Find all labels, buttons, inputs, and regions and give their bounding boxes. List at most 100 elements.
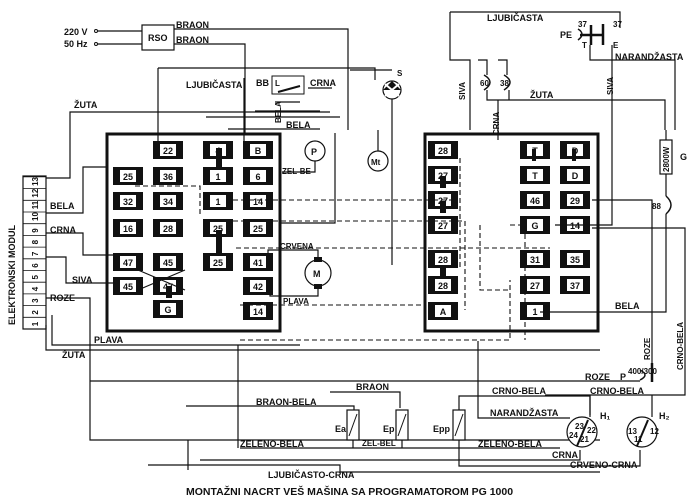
terminal-label: T — [532, 171, 538, 181]
h1-pin-22: 22 — [587, 426, 596, 435]
right-terminal-1: 1 — [520, 302, 550, 320]
thermostat-88: 88 — [652, 195, 672, 215]
heater-ep: Ep — [383, 409, 409, 441]
left-panel-terminals: 224B25361632341141628252547452541454742G… — [113, 141, 273, 320]
wire-label-zuta: ŽUTA — [62, 349, 86, 360]
left-terminal-1: 1 — [203, 167, 233, 185]
terminal-label: 25 — [213, 224, 223, 234]
left-terminal-41: 41 — [243, 253, 273, 271]
wire-label-bela: BELA — [286, 120, 311, 130]
wire-label-braon-bela: BRAON-BELA — [256, 397, 317, 407]
bb-label: BB — [256, 78, 269, 88]
terminal-label: 37 — [570, 281, 580, 291]
rso-filter — [141, 24, 175, 51]
wire-label-siva: SIVA — [458, 82, 467, 100]
left-terminal-25: 25 — [243, 219, 273, 237]
wire-label-zeleno-bela: ZELENO-BELA — [240, 439, 304, 449]
terminal-label: 1 — [532, 307, 537, 317]
terminal-label: 1 — [215, 172, 220, 182]
wire-label-braon: BRAON — [356, 382, 389, 392]
right-terminal-D: D — [560, 166, 590, 184]
terminal-label: 34 — [163, 197, 173, 207]
terminal-label: 31 — [530, 255, 540, 265]
h2-pin-12: 12 — [650, 427, 659, 436]
right-terminal-T: T — [520, 166, 550, 184]
left-terminal-G: G — [153, 300, 183, 318]
left-terminal-25: 25 — [203, 253, 233, 271]
wire-label-crveno-crna: CRVENO-CRNA — [570, 460, 638, 470]
module-pin-6: 6 — [31, 263, 40, 268]
rso-label: RSO — [148, 33, 168, 43]
terminal-label: 6 — [255, 172, 260, 182]
h1-pin-24: 24 — [569, 431, 578, 440]
pe-terminal-e: E — [613, 41, 619, 50]
wire-label-bela: BELA — [615, 301, 640, 311]
heater-rating: 2800W — [662, 146, 671, 172]
heater-label: G — [680, 152, 687, 162]
wire-label-siva: SIVA — [72, 275, 93, 285]
module-pin-5: 5 — [31, 275, 40, 280]
power-input: 220 V 50 Hz RSO — [64, 24, 175, 51]
thermostat-38: 38 — [500, 74, 511, 91]
left-terminal-28: 28 — [153, 219, 183, 237]
level-switch-h2: 13 12 11 H₂ — [626, 411, 670, 448]
wire-label-plava: PLAVA — [94, 335, 124, 345]
module-pin-12: 12 — [31, 188, 40, 197]
wire-label-siva: SIVA — [606, 77, 615, 95]
level-switch-h1: 23 22 24 21 H₁ — [566, 411, 610, 448]
electronic-module-label: ELEKTRONSKI MODUL — [7, 225, 17, 326]
module-pin-9: 9 — [31, 228, 40, 233]
right-terminal-G: G — [520, 216, 550, 234]
wire-label-braon: BRAON — [176, 20, 209, 30]
terminal-label: 14 — [570, 221, 580, 231]
heater-ep-label: Ep — [383, 424, 395, 434]
h1-label: H₁ — [600, 411, 610, 421]
terminal-label: 42 — [253, 282, 263, 292]
terminal-label: 28 — [163, 224, 173, 234]
voltage-label: 220 V — [64, 27, 88, 37]
pe-terminal-t: T — [582, 41, 587, 50]
terminal-label: A — [440, 307, 447, 317]
terminal-label: B — [255, 146, 262, 156]
pump: P — [304, 140, 326, 162]
terminal-label: 45 — [163, 258, 173, 268]
wire-label-crna: CRNA — [492, 112, 501, 135]
frequency-label: 50 Hz — [64, 39, 88, 49]
terminal-label: 36 — [163, 172, 173, 182]
terminal-label: 1 — [215, 197, 220, 207]
module-pin-3: 3 — [31, 298, 40, 303]
left-terminal-14: 14 — [243, 192, 273, 210]
bb-contact-l: L — [275, 79, 280, 88]
pe-terminal-37: 37 — [578, 20, 587, 29]
wire-label-crno-bela: CRNO-BELA — [590, 386, 644, 396]
pe-label: PE — [560, 30, 572, 40]
thermostat-60-label: 60 — [480, 79, 489, 88]
thermostat-60: 60 — [480, 74, 491, 91]
wire-label-ljubicasta: LJUBIČASTA — [186, 79, 243, 90]
left-terminal-32: 32 — [113, 192, 143, 210]
wire-label-crna: CRNA — [50, 225, 76, 235]
left-terminal-22: 22 — [153, 141, 183, 159]
right-terminal-panel — [423, 132, 600, 333]
heater-epp-label: Epp — [433, 424, 451, 434]
pump-label: P — [311, 147, 317, 157]
right-terminal-27: 27 — [520, 276, 550, 294]
heater-ea: Ea — [335, 409, 360, 441]
right-terminal-37: 37 — [560, 276, 590, 294]
wire-label-crno-bela: CRNO-BELA — [676, 322, 685, 370]
bb-door-switch: BB L CRNA — [256, 75, 336, 95]
thermostat-38-label: 38 — [500, 79, 509, 88]
left-terminal-B: B — [243, 141, 273, 159]
h1-pin-21: 21 — [580, 435, 589, 444]
heater-epp: Epp — [433, 409, 466, 441]
wire-label-crvena: CRVENA — [280, 242, 314, 251]
terminal-label: 25 — [123, 172, 133, 182]
left-terminal-14: 14 — [243, 302, 273, 320]
terminal-label: 46 — [530, 196, 540, 206]
terminal-label: 16 — [123, 224, 133, 234]
module-pin-4: 4 — [31, 286, 40, 291]
motor-timer: Mt — [367, 150, 389, 172]
wire-label-ljubicasta: LJUBIČASTA — [487, 12, 544, 23]
